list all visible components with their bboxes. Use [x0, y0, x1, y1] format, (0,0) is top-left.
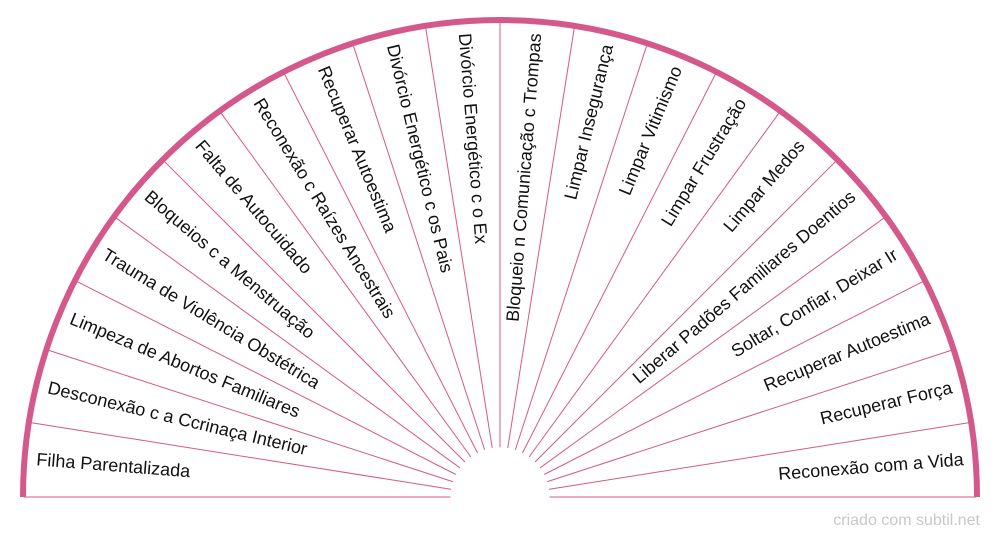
- sector-divider: [548, 422, 971, 490]
- credit-text: criado com subtil.net: [833, 512, 980, 529]
- sector-divider: [534, 160, 837, 463]
- sector-divider: [528, 111, 781, 458]
- sector-divider: [47, 349, 454, 483]
- outer-arc: [20, 17, 980, 498]
- sector-divider: [283, 72, 479, 454]
- sector-label: Limpar Insegurança: [560, 41, 617, 201]
- sector-label: Divórcio Energético c o Ex: [455, 33, 492, 245]
- sector-divider: [219, 111, 472, 458]
- sector-label: Recuperar Força: [818, 377, 955, 428]
- sector-divider: [425, 26, 493, 449]
- sector-label: Limpar Medos: [719, 136, 808, 236]
- sector-divider: [543, 280, 925, 476]
- sector-label: Reconexão com a Vida: [777, 449, 965, 484]
- sector-divider: [352, 44, 486, 451]
- sector-divider: [514, 44, 648, 451]
- sector-divider: [507, 26, 575, 449]
- sector-label: Filha Parentalizada: [36, 449, 192, 481]
- sector-label: Limpar Vitimismo: [615, 63, 686, 198]
- sector-divider: [114, 216, 461, 469]
- sector-divider: [163, 160, 466, 463]
- sector-divider: [29, 422, 452, 490]
- sector-divider: [546, 349, 953, 483]
- sector-dividers: [24, 21, 976, 498]
- sector-divider: [75, 280, 457, 476]
- sector-divider: [521, 72, 717, 454]
- sector-label: Bloqueio n Comunicação c Trompas: [503, 33, 546, 323]
- sector-divider: [539, 216, 886, 469]
- inner-hub-arc: [450, 447, 550, 498]
